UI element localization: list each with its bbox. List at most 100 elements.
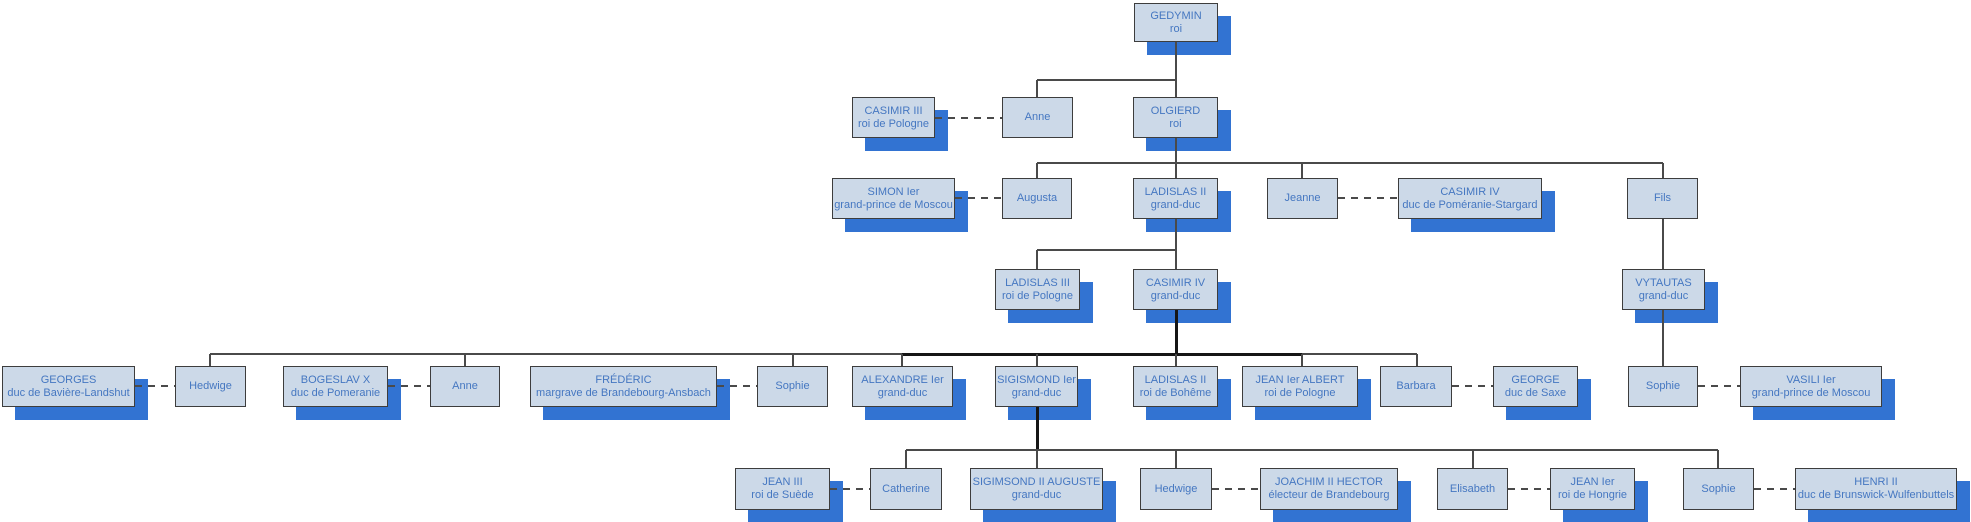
descent-connector-line — [1175, 450, 1177, 468]
node-name: CASIMIR IV — [1440, 185, 1500, 198]
descent-connector-line — [1037, 162, 1663, 164]
node-name: LADISLAS II — [1144, 185, 1207, 198]
node-title: roi — [1169, 22, 1183, 35]
node-jeanne[interactable]: Jeanne — [1267, 178, 1338, 219]
node-name: CASIMIR IV — [1145, 276, 1206, 289]
node-name: Hedwige — [189, 380, 232, 392]
node-catherine[interactable]: Catherine — [870, 468, 942, 510]
marriage-dashed-line — [388, 385, 430, 387]
node-augusta[interactable]: Augusta — [1002, 178, 1072, 219]
node-anne-1[interactable]: Anne — [1002, 97, 1073, 138]
node-name: JEAN Ier — [1570, 476, 1615, 488]
descent-connector-line — [1036, 450, 1038, 468]
descent-connector-line — [209, 354, 211, 366]
marriage-dashed-line — [717, 385, 757, 387]
node-name: JEAN III — [762, 476, 803, 488]
node-barbara[interactable]: Barbara — [1380, 366, 1452, 407]
descent-connector-line — [1662, 219, 1664, 269]
descent-connector-line — [1035, 407, 1039, 450]
node-name: SIMON Ier — [867, 185, 920, 198]
node-title: grand-duc — [1150, 289, 1201, 302]
node-name: Jeanne — [1284, 192, 1321, 204]
node-title: roi de Suède — [751, 489, 814, 501]
descent-connector-line — [1175, 42, 1177, 97]
node-title: roi de Pologne — [1264, 386, 1336, 399]
node-hedwige-2[interactable]: Hedwige — [1140, 468, 1212, 510]
node-title: grand-prince de Moscou — [1751, 386, 1871, 399]
descent-connector-line — [1036, 354, 1038, 366]
node-name: HENRI II — [1854, 476, 1898, 488]
node-name: VASILI Ier — [1786, 373, 1836, 386]
node-title: duc de Pomeranie — [290, 386, 381, 399]
node-title: grand-prince de Moscou — [834, 198, 953, 211]
node-title: roi — [1169, 117, 1182, 130]
node-name: BOGESLAV X — [300, 373, 371, 386]
node-elisabeth[interactable]: Elisabeth — [1437, 468, 1508, 510]
marriage-dashed-line — [935, 117, 1002, 119]
node-name: Sophie — [1645, 380, 1681, 392]
node-name: JEAN Ier ALBERT — [1255, 373, 1345, 386]
node-title: margrave de Brandebourg-Ansbach — [536, 386, 711, 399]
marriage-dashed-line — [1212, 488, 1260, 490]
descent-connector-line — [1301, 163, 1303, 178]
node-name: ALEXANDRE Ier — [861, 373, 944, 386]
node-title: grand-duc — [1011, 489, 1062, 501]
marriage-dashed-line — [1508, 488, 1550, 490]
node-sophie-2[interactable]: Sophie — [1628, 366, 1698, 407]
node-title: duc de Poméranie-Stargard — [1402, 198, 1538, 211]
descent-connector-line — [905, 450, 907, 468]
node-name: Barbara — [1396, 380, 1436, 392]
node-hedwige-1[interactable]: Hedwige — [175, 366, 246, 407]
node-sophie-3[interactable]: Sophie — [1683, 468, 1754, 510]
node-anne-2[interactable]: Anne — [430, 366, 500, 407]
node-title: électeur de Brandebourg — [1268, 489, 1390, 501]
node-title: grand-duc — [1150, 198, 1201, 211]
descent-connector-line — [1416, 354, 1418, 366]
descent-connector-line — [1037, 79, 1176, 81]
descent-connector-line — [1175, 250, 1177, 269]
descent-connector-line — [1036, 163, 1038, 178]
marriage-dashed-line — [955, 197, 1002, 199]
node-title: grand-duc — [1638, 289, 1689, 302]
node-title: roi de Bohême — [1139, 386, 1212, 399]
node-title: roi de Hongrie — [1557, 489, 1628, 501]
descent-connector-line — [1174, 310, 1178, 354]
descent-connector-line — [1036, 80, 1038, 97]
node-name: GEORGES — [40, 373, 97, 386]
node-fils[interactable]: Fils — [1627, 178, 1698, 219]
descent-connector-line — [464, 354, 466, 366]
marriage-dashed-line — [135, 385, 175, 387]
node-name: SIGISMOND Ier — [997, 373, 1076, 386]
node-title: duc de Brunswick-Wulfenbuttels — [1797, 489, 1955, 501]
node-name: Elisabeth — [1449, 482, 1496, 495]
node-sophie-1[interactable]: Sophie — [757, 366, 828, 407]
node-name: JOACHIM II HECTOR — [1275, 476, 1383, 488]
node-name: Anne — [1024, 111, 1051, 123]
node-name: Anne — [452, 380, 478, 392]
node-name: OLGIERD — [1150, 104, 1201, 117]
